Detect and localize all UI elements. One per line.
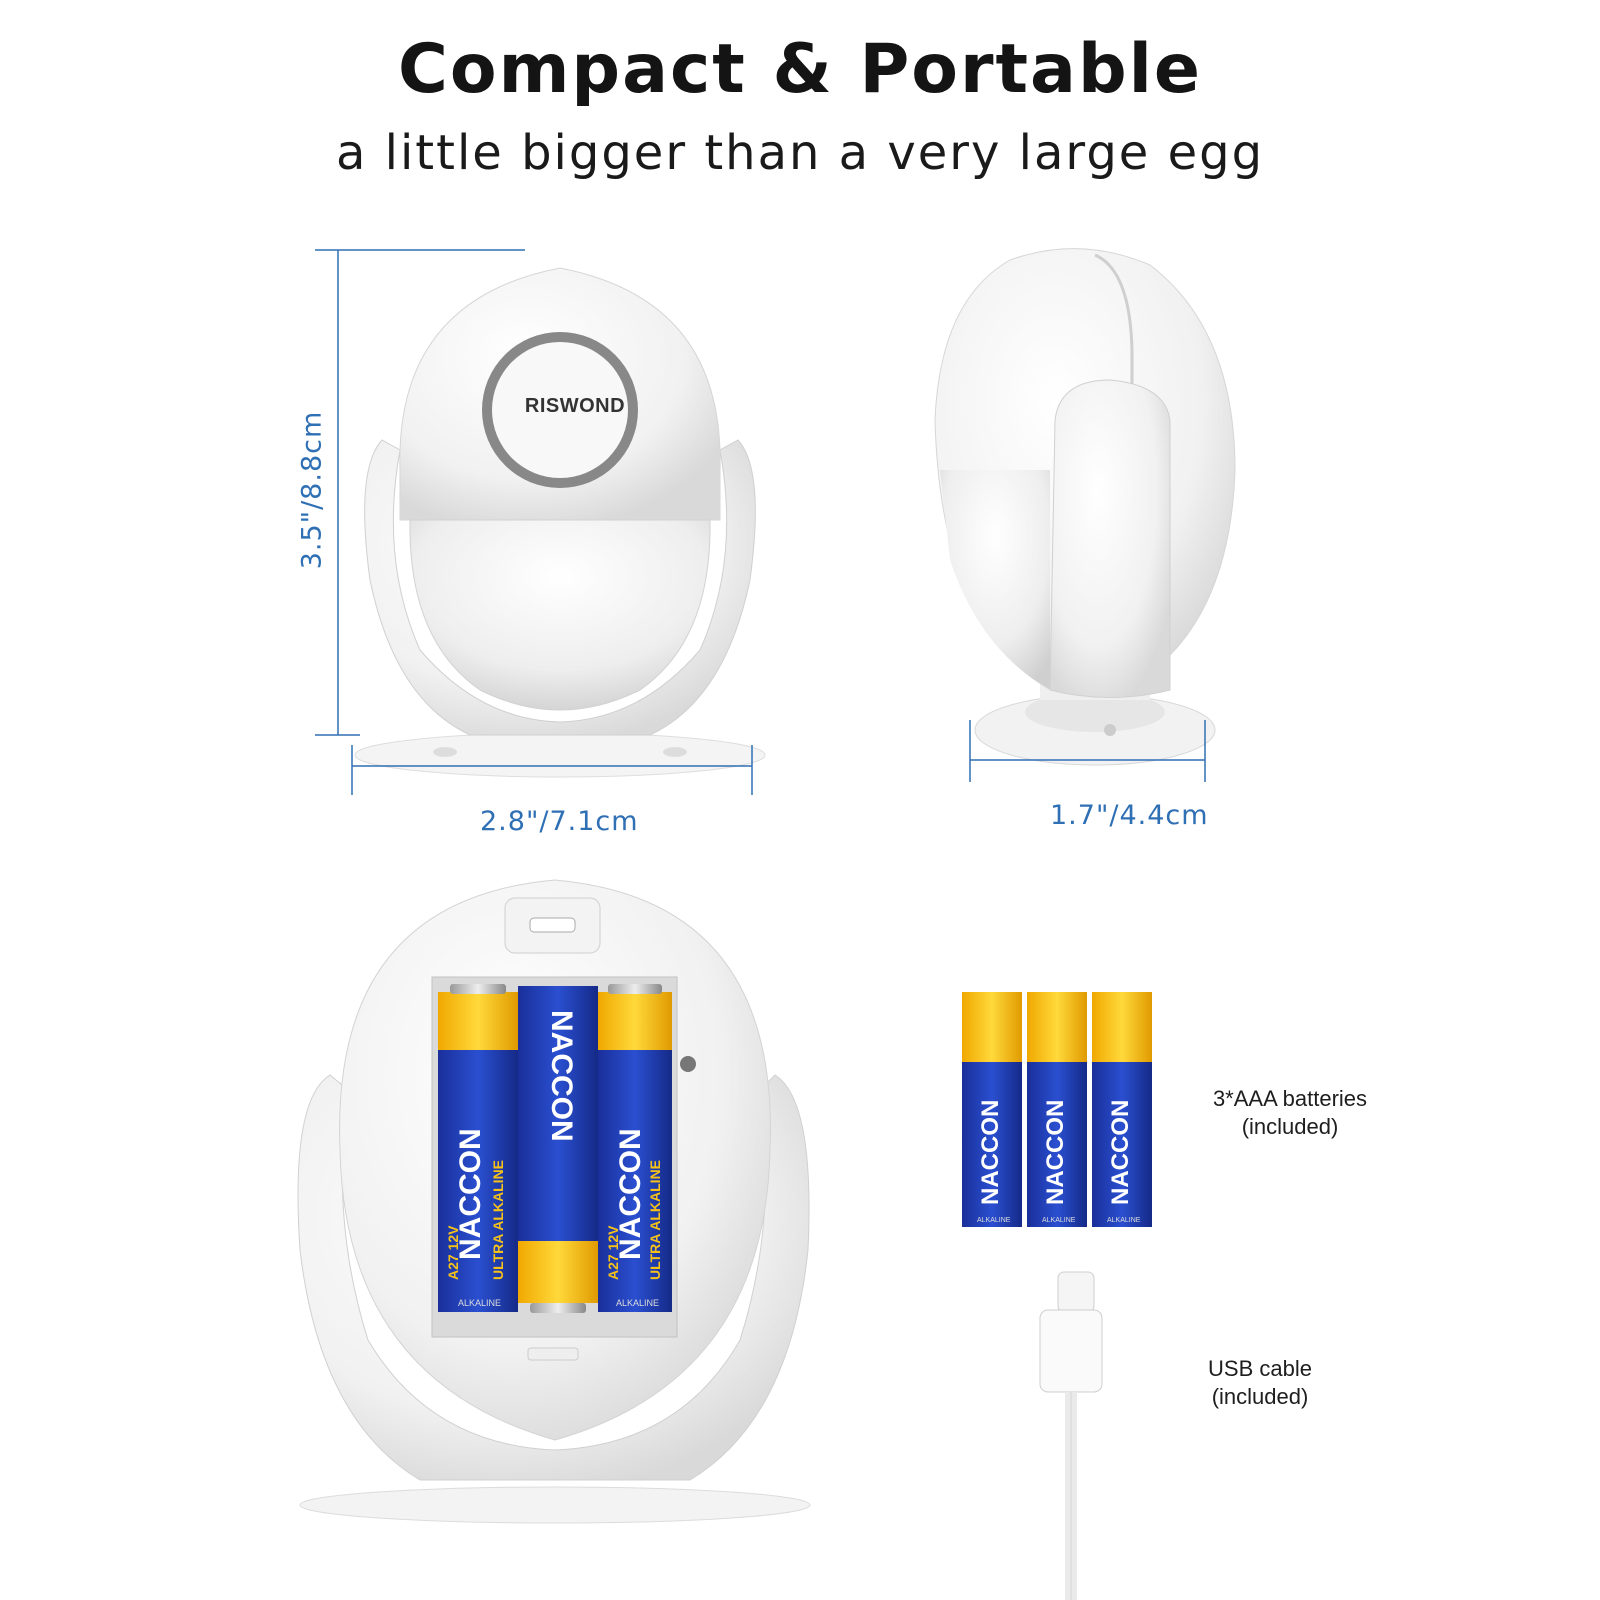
usb-caption-line2: (included)	[1211, 1384, 1309, 1409]
side-view-device	[934, 248, 1236, 766]
battery-type-label-1: ULTRA ALKALINE	[490, 1160, 506, 1280]
compartment-battery-2	[518, 986, 598, 1313]
battery-spec-label-1: A27 12V	[445, 1225, 461, 1280]
loose-battery-brand-3: NACCON	[1107, 1100, 1134, 1205]
loose-battery-brand-1: NACCON	[977, 1100, 1004, 1205]
battery-brand-label-1: NACCON	[454, 1128, 487, 1260]
depth-dimension-label: 1.7"/4.4cm	[1050, 800, 1209, 831]
battery-type-label-3: ULTRA ALKALINE	[647, 1160, 663, 1280]
page-title: Compact & Portable	[397, 30, 1203, 109]
loose-battery-sub-3: ALKALINE	[1107, 1217, 1141, 1224]
usb-cable	[1039, 1271, 1103, 1600]
height-dimension-label: 3.5"/8.8cm	[296, 410, 328, 570]
battery-brand-label-2: NACCON	[545, 1010, 578, 1142]
battery-brand-label-3: NACCON	[614, 1128, 647, 1260]
front-view-device	[354, 267, 766, 778]
usb-caption-line1: USB cable	[1208, 1356, 1312, 1381]
batteries-caption-line2: (included)	[1241, 1114, 1339, 1139]
compartment-battery-1	[438, 984, 518, 1312]
brand-logo: RISWOND	[524, 395, 626, 417]
compartment-battery-sub-1: ALKALINE	[458, 1298, 501, 1308]
compartment-battery-3	[598, 984, 672, 1312]
usb-caption: USB cable (included)	[1130, 1355, 1390, 1411]
loose-battery-1	[962, 992, 1022, 1227]
loose-battery-3	[1092, 992, 1152, 1227]
loose-battery-sub-1: ALKALINE	[977, 1217, 1011, 1224]
compartment-battery-sub-3: ALKALINE	[616, 1298, 659, 1308]
loose-battery-sub-2: ALKALINE	[1042, 1217, 1076, 1224]
loose-battery-brand-2: NACCON	[1042, 1100, 1069, 1205]
batteries-caption-line1: 3*AAA batteries	[1212, 1086, 1368, 1111]
batteries-caption: 3*AAA batteries (included)	[1160, 1085, 1420, 1141]
side-dimension-lines	[969, 720, 1206, 782]
front-dimension-lines	[315, 249, 753, 795]
battery-spec-label-3: A27 12V	[605, 1225, 621, 1280]
page-subtitle: a little bigger than a very large egg	[335, 125, 1265, 181]
width-dimension-label: 2.8"/7.1cm	[480, 806, 639, 837]
loose-battery-2	[1027, 992, 1087, 1227]
